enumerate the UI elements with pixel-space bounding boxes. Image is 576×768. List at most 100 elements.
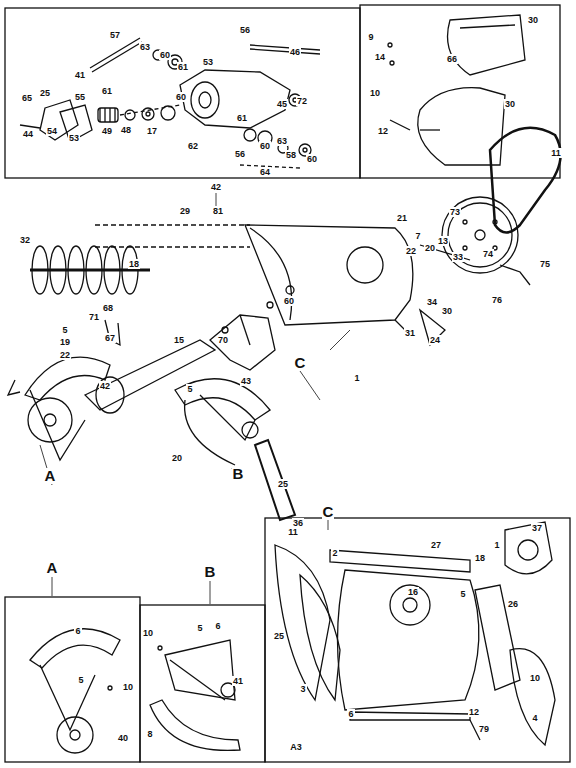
callout-number: 14	[374, 52, 386, 62]
callout-number: 75	[539, 259, 551, 269]
callout-number: 5	[61, 325, 68, 335]
view-letter: A	[46, 560, 59, 576]
callout-number: 5	[77, 675, 84, 685]
callout-number: 67	[104, 333, 116, 343]
callout-number: 63	[139, 42, 151, 52]
callout-number: 65	[21, 93, 33, 103]
callout-number: 13	[437, 236, 449, 246]
callout-number: 41	[232, 676, 244, 686]
callout-number: 8	[146, 729, 153, 739]
callout-number: 5	[196, 623, 203, 633]
callout-number: 48	[120, 125, 132, 135]
callout-number: 57	[109, 30, 121, 40]
callout-number: 5	[186, 384, 193, 394]
callout-number: 25	[273, 631, 285, 641]
callout-number: 40	[117, 733, 129, 743]
callout-number: 22	[59, 350, 71, 360]
callout-number: 18	[128, 259, 140, 269]
callout-number: 55	[74, 92, 86, 102]
callout-number: 53	[68, 133, 80, 143]
inset-frame	[5, 8, 360, 178]
callout-number: A3	[289, 742, 303, 752]
view-letter: A	[44, 468, 57, 484]
callout-number: 29	[179, 206, 191, 216]
callout-number: 6	[214, 621, 221, 631]
side-plate-b	[175, 379, 295, 520]
callout-number: 34	[426, 297, 438, 307]
callout-number: 21	[396, 213, 408, 223]
callout-number: 1	[353, 373, 360, 383]
inset-frame	[140, 605, 265, 762]
callout-number: 33	[452, 252, 464, 262]
callout-number: 37	[531, 523, 543, 533]
callout-number: 60	[259, 141, 271, 151]
view-letter: C	[322, 504, 335, 520]
callout-number: 44	[22, 129, 34, 139]
callout-number: 7	[414, 231, 421, 241]
callout-number: 11	[550, 148, 562, 158]
callout-number: 9	[367, 32, 374, 42]
inset-side-plate-a	[30, 629, 120, 753]
callout-number: 10	[369, 88, 381, 98]
callout-number: 63	[276, 136, 288, 146]
callout-number: 41	[74, 70, 86, 80]
callout-number: 70	[217, 335, 229, 345]
callout-number: 10	[122, 682, 134, 692]
callout-number: 30	[527, 15, 539, 25]
callout-number: 6	[74, 626, 81, 636]
callout-number: 3	[299, 684, 306, 694]
callout-number: 81	[212, 206, 224, 216]
auger	[30, 246, 150, 294]
callout-number: 62	[187, 141, 199, 151]
callout-number: 45	[276, 99, 288, 109]
callout-number: 10	[142, 628, 154, 638]
callout-number: 74	[482, 249, 494, 259]
callout-number: 73	[449, 207, 461, 217]
callout-number: 43	[240, 376, 252, 386]
leader-lines	[40, 193, 350, 604]
callout-number: 5	[459, 589, 466, 599]
view-letter: C	[294, 355, 307, 371]
inset-side-plate-b	[150, 640, 240, 750]
callout-number: 60	[283, 296, 295, 306]
inset-housing-exploded	[275, 522, 555, 745]
callout-number: 25	[39, 88, 51, 98]
callout-number: 18	[474, 553, 486, 563]
callout-number: 60	[306, 154, 318, 164]
callout-number: 12	[468, 707, 480, 717]
callout-number: 76	[491, 295, 503, 305]
callout-number: 71	[88, 312, 100, 322]
callout-number: 1	[493, 540, 500, 550]
callout-number: 26	[507, 599, 519, 609]
callout-number: 12	[377, 126, 389, 136]
callout-number: 20	[424, 243, 436, 253]
callout-number: 17	[146, 126, 158, 136]
callout-number: 79	[478, 724, 490, 734]
callout-number: 30	[504, 99, 516, 109]
inset-frame	[265, 518, 570, 762]
callout-number: 32	[19, 235, 31, 245]
chute-parts	[388, 15, 525, 165]
callout-number: 49	[101, 126, 113, 136]
callout-number: 61	[236, 113, 248, 123]
callout-number: 22	[405, 246, 417, 256]
callout-number: 53	[202, 57, 214, 67]
callout-number: 6	[347, 709, 354, 719]
callout-number: 15	[173, 335, 185, 345]
callout-number: 66	[446, 54, 458, 64]
gearbox-exploded	[20, 38, 320, 168]
callout-number: 56	[239, 25, 251, 35]
callout-number: 19	[59, 337, 71, 347]
callout-number: 25	[277, 479, 289, 489]
callout-number: 11	[287, 527, 299, 537]
callout-number: 61	[101, 86, 113, 96]
callout-number: 10	[529, 673, 541, 683]
callout-number: 64	[259, 167, 271, 177]
view-letter: B	[232, 466, 245, 482]
callout-number: 60	[159, 50, 171, 60]
auger-housing	[95, 225, 530, 345]
callout-number: 31	[404, 328, 416, 338]
callout-number: 16	[407, 587, 419, 597]
callout-number: 58	[285, 150, 297, 160]
